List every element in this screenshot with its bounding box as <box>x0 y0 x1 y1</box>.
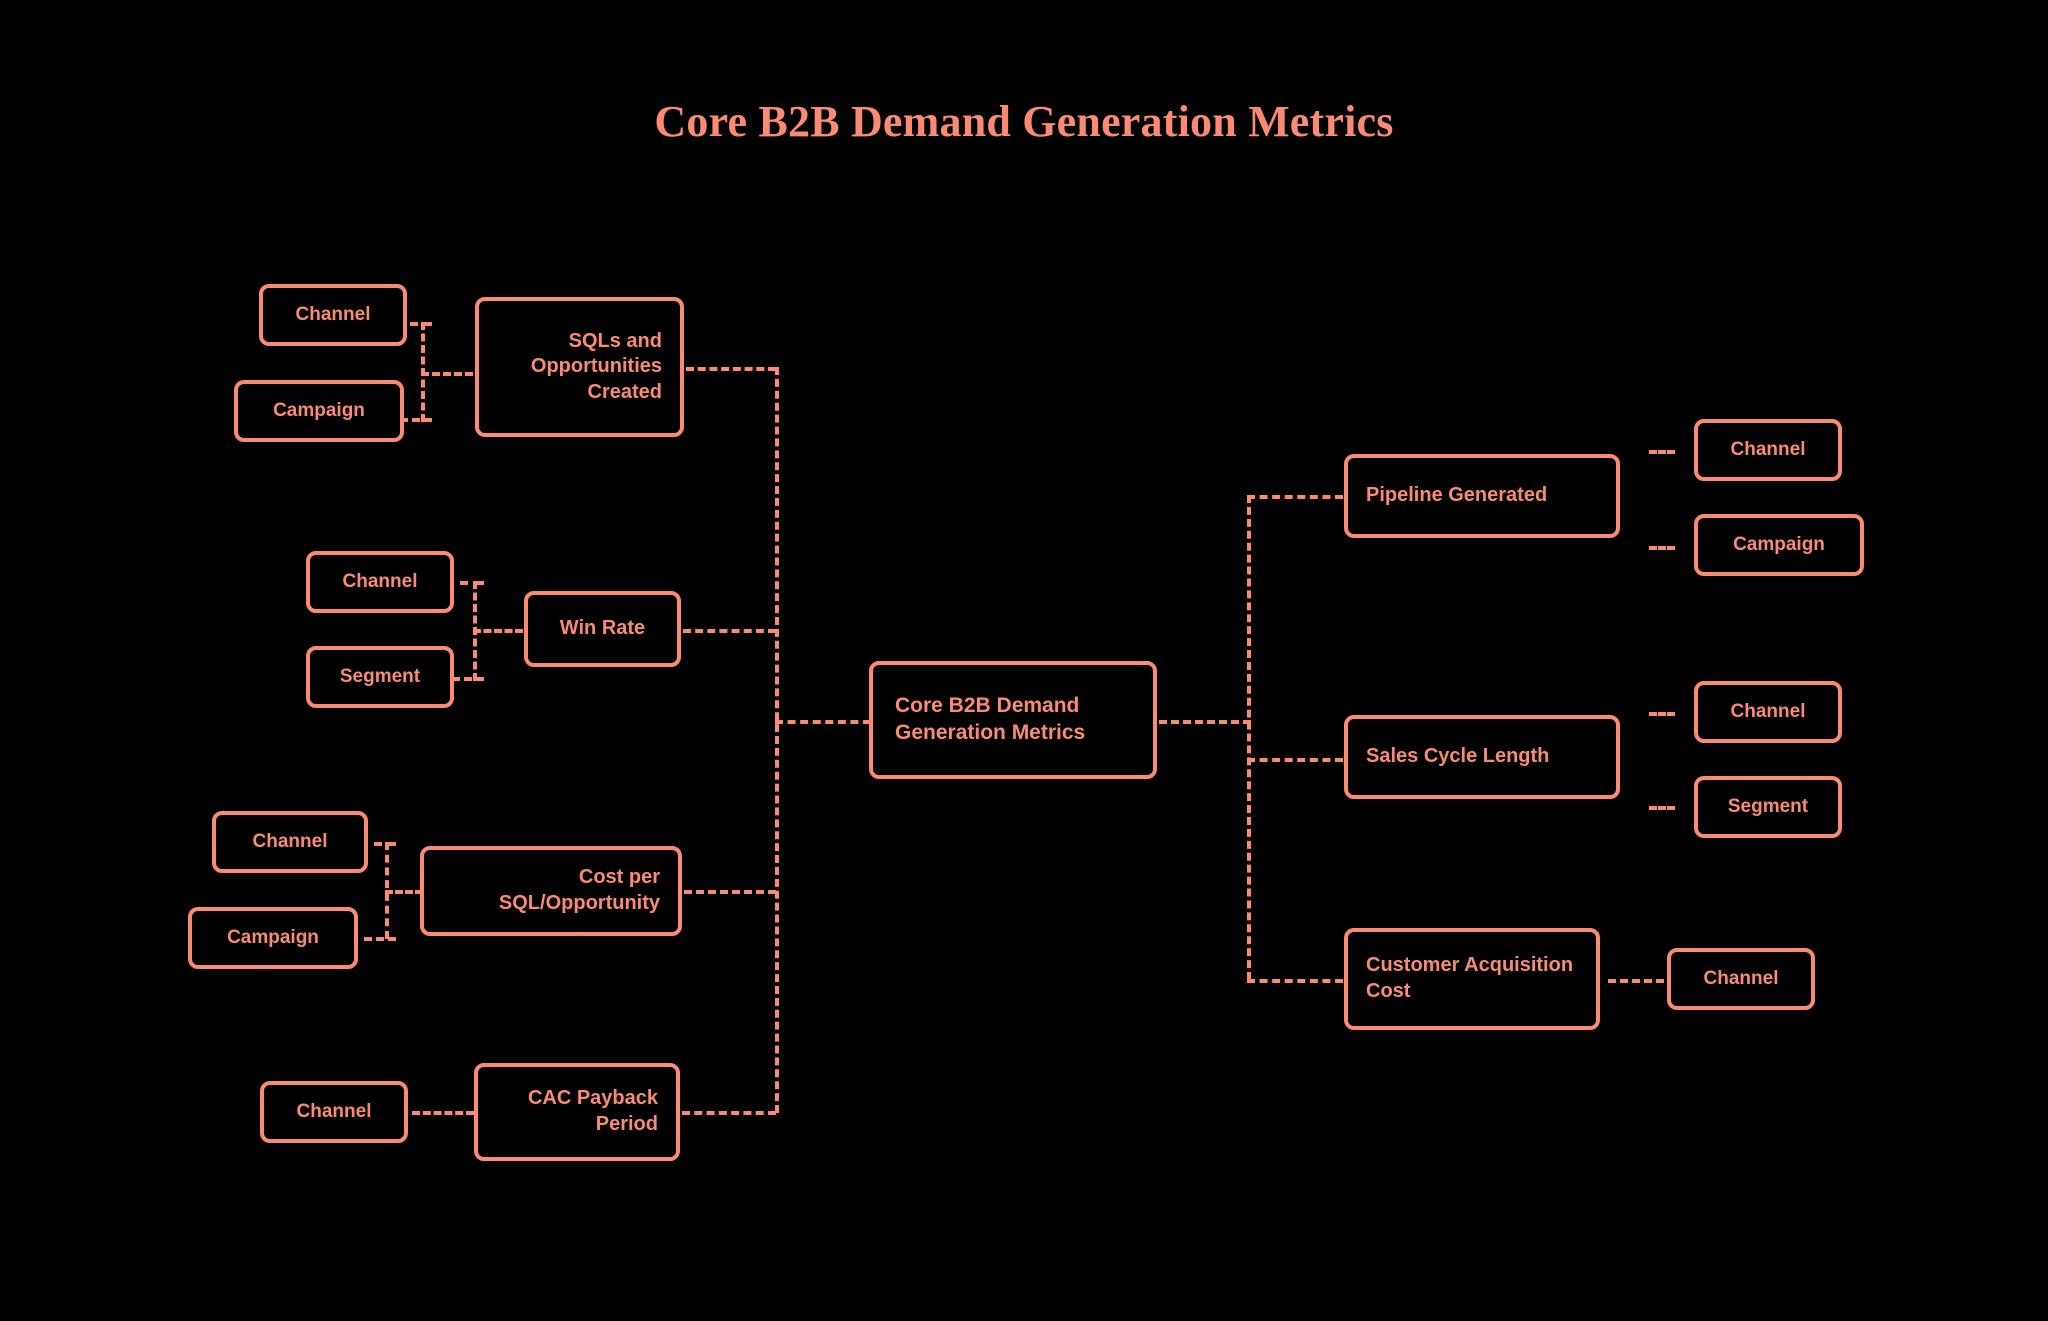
connector-winrate-stem <box>473 629 523 633</box>
node-pipeline-channel[interactable]: Channel <box>1694 419 1842 481</box>
connector-winrate-segment <box>452 677 484 681</box>
node-label: Pipeline Generated <box>1366 484 1548 507</box>
node-label: Core B2B Demand Generation Metrics <box>895 694 1086 744</box>
connector-cac-channel <box>1608 979 1664 983</box>
node-cac-payback-period[interactable]: CAC Payback Period <box>474 1063 680 1161</box>
node-cost-channel[interactable]: Channel <box>212 811 368 873</box>
connector-sqls-to-trunk <box>686 367 776 371</box>
connector-sqls-stem <box>421 372 473 376</box>
node-label: Segment <box>1727 795 1809 817</box>
connector-salescycle-to-trunk <box>1247 758 1343 762</box>
connector-pipeline-to-trunk <box>1247 495 1343 499</box>
connector-cost-channel <box>374 842 396 846</box>
node-cost-campaign[interactable]: Campaign <box>188 907 358 969</box>
node-label: Channel <box>1730 700 1806 722</box>
node-label: Channel <box>1703 967 1779 989</box>
node-label: Channel <box>252 830 328 852</box>
node-label: Sales Cycle Length <box>1366 745 1550 768</box>
node-winrate-channel[interactable]: Channel <box>306 551 454 613</box>
connector-sqls-campaign <box>400 418 432 422</box>
node-label: CAC Payback Period <box>527 1087 658 1135</box>
node-label: Cost per SQL/Opportunity <box>498 866 660 914</box>
node-label: SQLs and Opportunities Created <box>530 329 662 403</box>
connector-sqls-channel <box>410 322 432 326</box>
connector-cost-stem <box>385 890 423 894</box>
connector-cac-to-trunk <box>1247 979 1343 983</box>
node-win-rate[interactable]: Win Rate <box>524 591 681 667</box>
node-sqls-channel[interactable]: Channel <box>259 284 407 346</box>
connector-left-trunk <box>775 367 779 1113</box>
node-pipeline-campaign[interactable]: Campaign <box>1694 514 1864 576</box>
node-label: Channel <box>295 303 371 325</box>
page-title: Core B2B Demand Generation Metrics <box>654 97 1394 146</box>
node-customer-acquisition-cost[interactable]: Customer Acquisition Cost <box>1344 928 1600 1030</box>
connector-pipeline-channel <box>1649 450 1675 454</box>
node-sqls-campaign[interactable]: Campaign <box>234 380 404 442</box>
node-cost-per-sql-opportunity[interactable]: Cost per SQL/Opportunity <box>420 846 682 936</box>
node-label: Campaign <box>273 399 365 421</box>
connector-cost-to-trunk <box>684 890 776 894</box>
node-label: Channel <box>342 570 418 592</box>
connector-salescycle-channel <box>1649 712 1675 716</box>
connector-left-trunk-to-root <box>775 720 871 724</box>
connector-pipeline-campaign <box>1649 546 1675 550</box>
node-label: Channel <box>1730 438 1806 460</box>
node-label: Campaign <box>1733 533 1825 555</box>
node-cacpayback-channel[interactable]: Channel <box>260 1081 408 1143</box>
node-label: Channel <box>296 1100 372 1122</box>
node-salescycle-channel[interactable]: Channel <box>1694 681 1842 743</box>
node-cac-channel[interactable]: Channel <box>1667 948 1815 1010</box>
node-pipeline-generated[interactable]: Pipeline Generated <box>1344 454 1620 538</box>
connector-right-trunk <box>1247 495 1251 980</box>
node-salescycle-segment[interactable]: Segment <box>1694 776 1842 838</box>
node-root-core-b2b-demand-generation-metrics[interactable]: Core B2B Demand Generation Metrics <box>869 661 1157 779</box>
node-label: Customer Acquisition Cost <box>1366 954 1574 1002</box>
node-label: Win Rate <box>559 617 646 640</box>
connector-salescycle-segment <box>1649 806 1675 810</box>
connector-cacpayback-to-trunk <box>682 1111 776 1115</box>
connector-winrate-to-trunk <box>683 629 776 633</box>
node-sqls-and-opportunities-created[interactable]: SQLs and Opportunities Created <box>475 297 684 437</box>
connector-root-to-right-trunk <box>1159 720 1251 724</box>
node-winrate-segment[interactable]: Segment <box>306 646 454 708</box>
node-label: Segment <box>339 665 421 687</box>
connector-cacpayback-channel <box>412 1111 474 1115</box>
connector-cost-campaign <box>364 937 396 941</box>
node-sales-cycle-length[interactable]: Sales Cycle Length <box>1344 715 1620 799</box>
connector-winrate-channel <box>460 581 484 585</box>
node-label: Campaign <box>227 926 319 948</box>
